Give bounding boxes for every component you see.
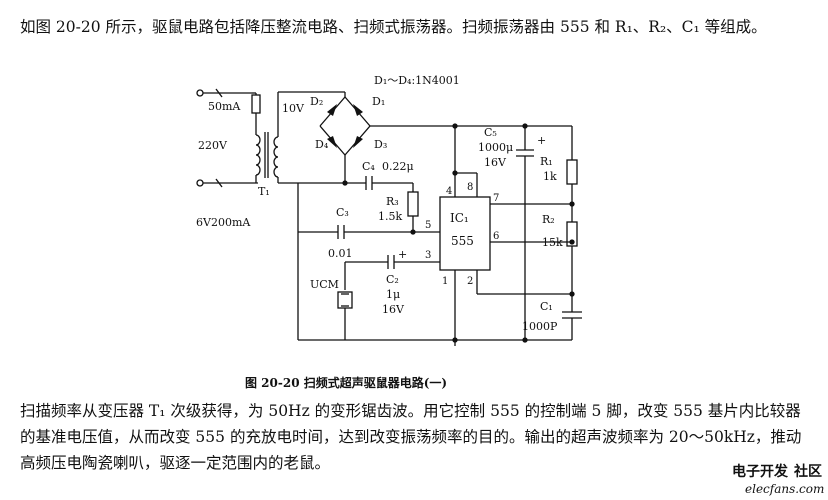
c5-voltage: 16V xyxy=(484,156,507,169)
c5-label: C₅ xyxy=(484,126,497,139)
transformer-rating: 6V200mA xyxy=(196,216,251,229)
watermark-text-highlight: 社区 xyxy=(793,463,822,480)
intro-paragraph: 如图 20-20 所示，驱鼠电路包括降压整流电路、扫频式振荡器。扫频振荡器由 5… xyxy=(20,18,767,36)
c2-label: C₂ xyxy=(386,273,399,286)
c5-plus: + xyxy=(537,134,546,147)
watermark: 电子开发 社区 elecfans.com xyxy=(732,463,824,496)
d3-label: D₃ xyxy=(374,138,387,151)
diode-d3-symbol xyxy=(353,136,363,148)
c4-label: C₄ xyxy=(362,160,375,173)
ic-name: IC₁ xyxy=(450,211,469,225)
pin-7: 7 xyxy=(493,193,499,204)
c3-value: 0.01 xyxy=(328,247,353,260)
d2-label: D₂ xyxy=(310,95,323,108)
diode-d2-symbol xyxy=(327,104,337,116)
ic-555-body xyxy=(439,196,491,271)
c2-plus: + xyxy=(398,248,407,261)
ucm-label: UCM xyxy=(310,278,339,291)
ic-type: 555 xyxy=(451,234,474,248)
pin-5: 5 xyxy=(425,220,431,231)
c1-value: 1000P xyxy=(522,320,558,333)
mains-voltage-label: 220V xyxy=(198,139,228,152)
transformer-label: T₁ xyxy=(258,185,270,198)
pin-3: 3 xyxy=(425,250,431,261)
resistor-r1 xyxy=(566,159,578,185)
d1-label: D₁ xyxy=(372,95,385,108)
ultrasonic-speaker-symbol xyxy=(337,291,353,320)
current-label: 50mA xyxy=(208,100,241,113)
pin-4: 4 xyxy=(446,186,452,197)
watermark-text: 电子开发 xyxy=(732,463,789,480)
pin-8: 8 xyxy=(467,182,473,193)
mains-input xyxy=(196,88,261,188)
r3-label: R₃ xyxy=(386,195,399,208)
c2-voltage: 16V xyxy=(382,303,405,316)
diode-d4-symbol xyxy=(327,136,337,148)
c1-label: C₁ xyxy=(540,300,553,313)
fuse-symbol xyxy=(251,94,261,114)
c4-value: 0.22μ xyxy=(382,160,414,173)
d4-label: D₄ xyxy=(315,138,329,151)
r1-label: R₁ xyxy=(540,155,553,168)
capacitor-c5 xyxy=(516,126,534,340)
transformer-t1 xyxy=(255,92,279,183)
pin-2: 2 xyxy=(467,276,473,287)
r2-value: 15k xyxy=(542,236,563,249)
secondary-voltage-label: 10V xyxy=(282,102,305,115)
pin-1: 1 xyxy=(442,276,448,287)
c5-value: 1000μ xyxy=(478,141,513,154)
pin-6: 6 xyxy=(493,231,499,242)
capacitor-c1 xyxy=(562,311,582,340)
r2-label: R₂ xyxy=(542,213,555,226)
resistor-r3 xyxy=(407,191,419,217)
diode-d1-symbol xyxy=(353,104,363,116)
diode-note: D₁～D₄:1N4001 xyxy=(374,74,460,87)
figure-caption: 图 20-20 扫频式超声驱鼠器电路(一) xyxy=(245,375,447,390)
c3-label: C₃ xyxy=(336,206,349,219)
bridge-rectifier xyxy=(319,96,371,156)
watermark-url: elecfans.com xyxy=(745,482,824,496)
r1-value: 1k xyxy=(543,170,557,183)
c2-value: 1μ xyxy=(386,288,400,301)
description-paragraph: 扫描频率从变压器 T₁ 次级获得，为 50Hz 的变形锯齿波。用它控制 555 … xyxy=(20,402,802,472)
r3-value: 1.5k xyxy=(378,210,402,223)
